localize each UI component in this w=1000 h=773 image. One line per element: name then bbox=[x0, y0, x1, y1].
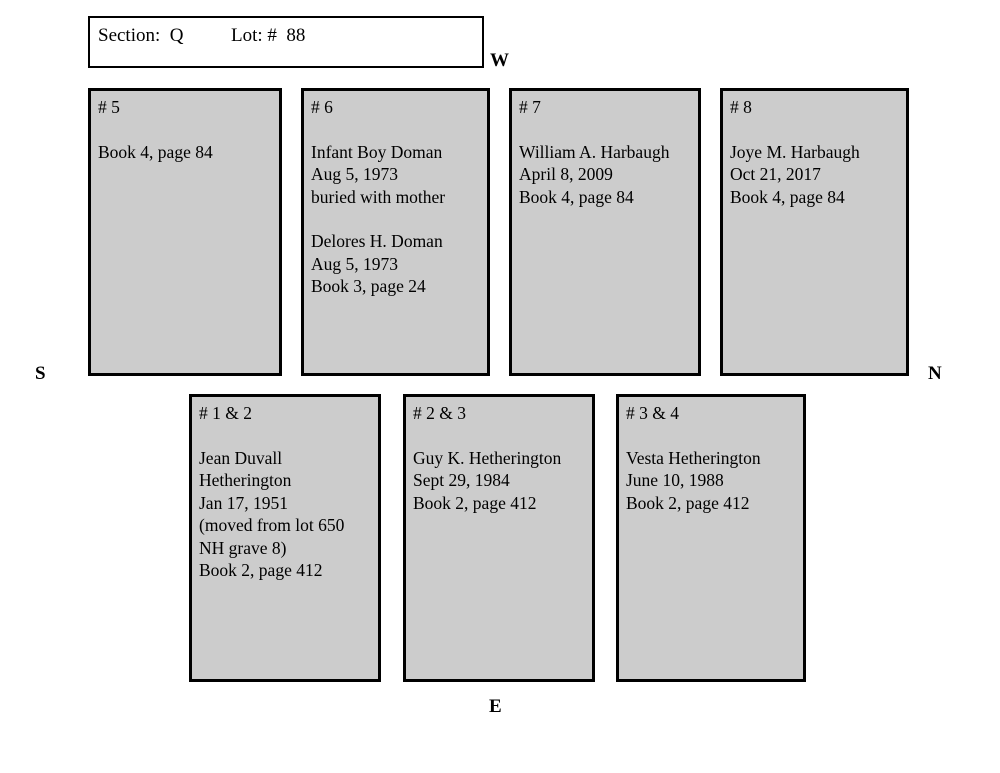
section-lot-header-box: Section: Q Lot: # 88 bbox=[88, 16, 484, 68]
grave-plot-6-entry-2: Delores H. Doman Aug 5, 1973 Book 3, pag… bbox=[311, 231, 443, 296]
grave-plot-8: # 8 Joye M. Harbaugh Oct 21, 2017 Book 4… bbox=[720, 88, 909, 376]
grave-plot-2-and-3-content: # 2 & 3 Guy K. Hetherington Sept 29, 198… bbox=[413, 402, 588, 514]
grave-plot-5-number: # 5 bbox=[98, 97, 120, 117]
grave-plot-3-and-4-content: # 3 & 4 Vesta Hetherington June 10, 1988… bbox=[626, 402, 799, 514]
grave-plot-3-and-4-entry-1: Vesta Hetherington June 10, 1988 Book 2,… bbox=[626, 447, 761, 513]
compass-label-north: N bbox=[928, 363, 942, 384]
grave-plot-5-content: # 5 Book 4, page 84 bbox=[98, 96, 275, 163]
grave-plot-2-and-3-number: # 2 & 3 bbox=[413, 403, 466, 423]
compass-label-south: S bbox=[35, 363, 46, 384]
grave-plot-7-entry-1: William A. Harbaugh April 8, 2009 Book 4… bbox=[519, 141, 670, 207]
section-lot-label: Section: Q Lot: # 88 bbox=[98, 25, 306, 46]
grave-plot-7-content: # 7 William A. Harbaugh April 8, 2009 Bo… bbox=[519, 96, 694, 208]
grave-plot-6: # 6 Infant Boy Doman Aug 5, 1973 buried … bbox=[301, 88, 490, 376]
grave-plot-7-number: # 7 bbox=[519, 97, 541, 117]
grave-plot-3-and-4-number: # 3 & 4 bbox=[626, 403, 679, 423]
grave-plot-8-number: # 8 bbox=[730, 97, 752, 117]
compass-label-east: E bbox=[489, 696, 502, 717]
compass-label-west: W bbox=[490, 50, 509, 71]
grave-plot-6-number: # 6 bbox=[311, 97, 333, 117]
grave-plot-1-and-2-entry-1: Jean Duvall Hetherington Jan 17, 1951 (m… bbox=[199, 447, 345, 581]
grave-plot-3-and-4: # 3 & 4 Vesta Hetherington June 10, 1988… bbox=[616, 394, 806, 682]
grave-plot-1-and-2-content: # 1 & 2 Jean Duvall Hetherington Jan 17,… bbox=[199, 402, 374, 582]
grave-plot-1-and-2: # 1 & 2 Jean Duvall Hetherington Jan 17,… bbox=[189, 394, 381, 682]
grave-plot-5-entry-1: Book 4, page 84 bbox=[98, 141, 213, 162]
grave-plot-8-content: # 8 Joye M. Harbaugh Oct 21, 2017 Book 4… bbox=[730, 96, 902, 208]
grave-plot-8-entry-1: Joye M. Harbaugh Oct 21, 2017 Book 4, pa… bbox=[730, 141, 860, 207]
grave-plot-6-entry-1: Infant Boy Doman Aug 5, 1973 buried with… bbox=[311, 141, 446, 207]
grave-plot-2-and-3: # 2 & 3 Guy K. Hetherington Sept 29, 198… bbox=[403, 394, 595, 682]
grave-plot-2-and-3-entry-1: Guy K. Hetherington Sept 29, 1984 Book 2… bbox=[413, 447, 562, 513]
grave-plot-6-content: # 6 Infant Boy Doman Aug 5, 1973 buried … bbox=[311, 96, 483, 298]
grave-plot-5: # 5 Book 4, page 84 bbox=[88, 88, 282, 376]
grave-plot-7: # 7 William A. Harbaugh April 8, 2009 Bo… bbox=[509, 88, 701, 376]
grave-plot-1-and-2-number: # 1 & 2 bbox=[199, 403, 252, 423]
